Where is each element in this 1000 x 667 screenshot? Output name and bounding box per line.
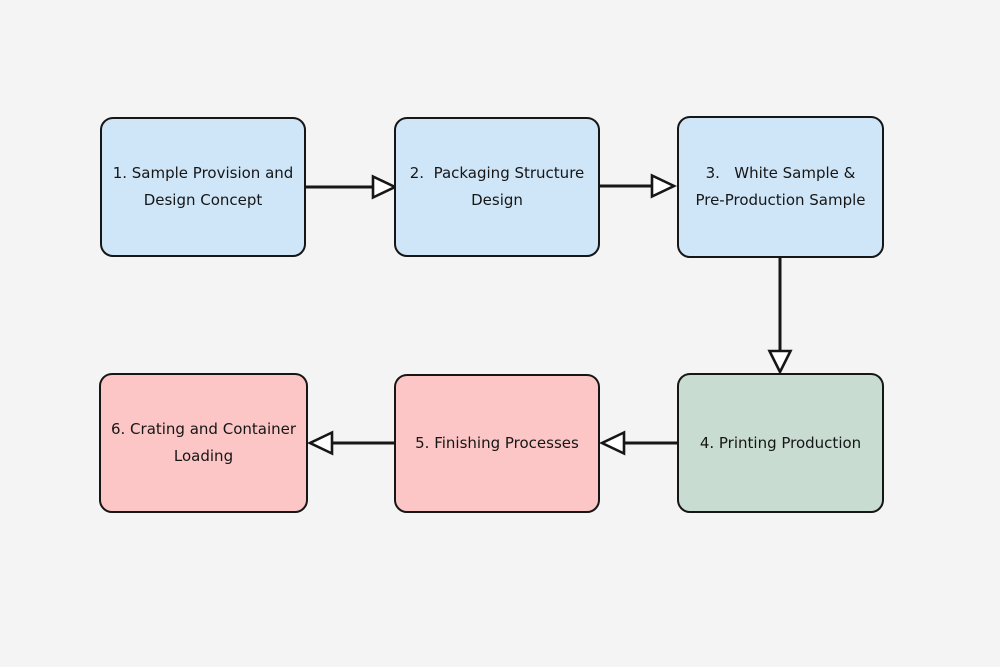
node-step-3: 3. White Sample & Pre-Production Sample (677, 116, 884, 258)
node-label-line: Pre-Production Sample (695, 191, 866, 209)
arrow-step5-to-step6 (306, 430, 394, 456)
node-label-line: Loading (173, 447, 234, 465)
node-label-line: 4. Printing Production (699, 433, 862, 452)
arrow-step1-to-step2 (306, 174, 399, 200)
node-label-line: Design Concept (143, 191, 263, 209)
node-label-line: 2. Packaging Structure (409, 164, 585, 182)
node-step-6: 6. Crating and Container Loading (99, 373, 308, 513)
arrow-step3-to-step4 (767, 258, 793, 375)
arrow-step2-to-step3 (600, 173, 678, 199)
node-step-4: 4. Printing Production (677, 373, 884, 513)
node-label-line: Design (471, 191, 523, 209)
node-label-line: 5. Finishing Processes (415, 434, 579, 452)
node-label-line: 1. Sample Provision and (112, 164, 294, 182)
node-label-line: 6. Crating and Container (110, 420, 297, 438)
node-label-line: 3. White Sample & (705, 164, 856, 182)
node-step-5: 5. Finishing Processes (394, 374, 600, 513)
arrow-step4-to-step5 (598, 430, 677, 456)
node-step-1: 1. Sample Provision and Design Concept (100, 117, 306, 257)
node-step-2: 2. Packaging Structure Design (394, 117, 600, 257)
